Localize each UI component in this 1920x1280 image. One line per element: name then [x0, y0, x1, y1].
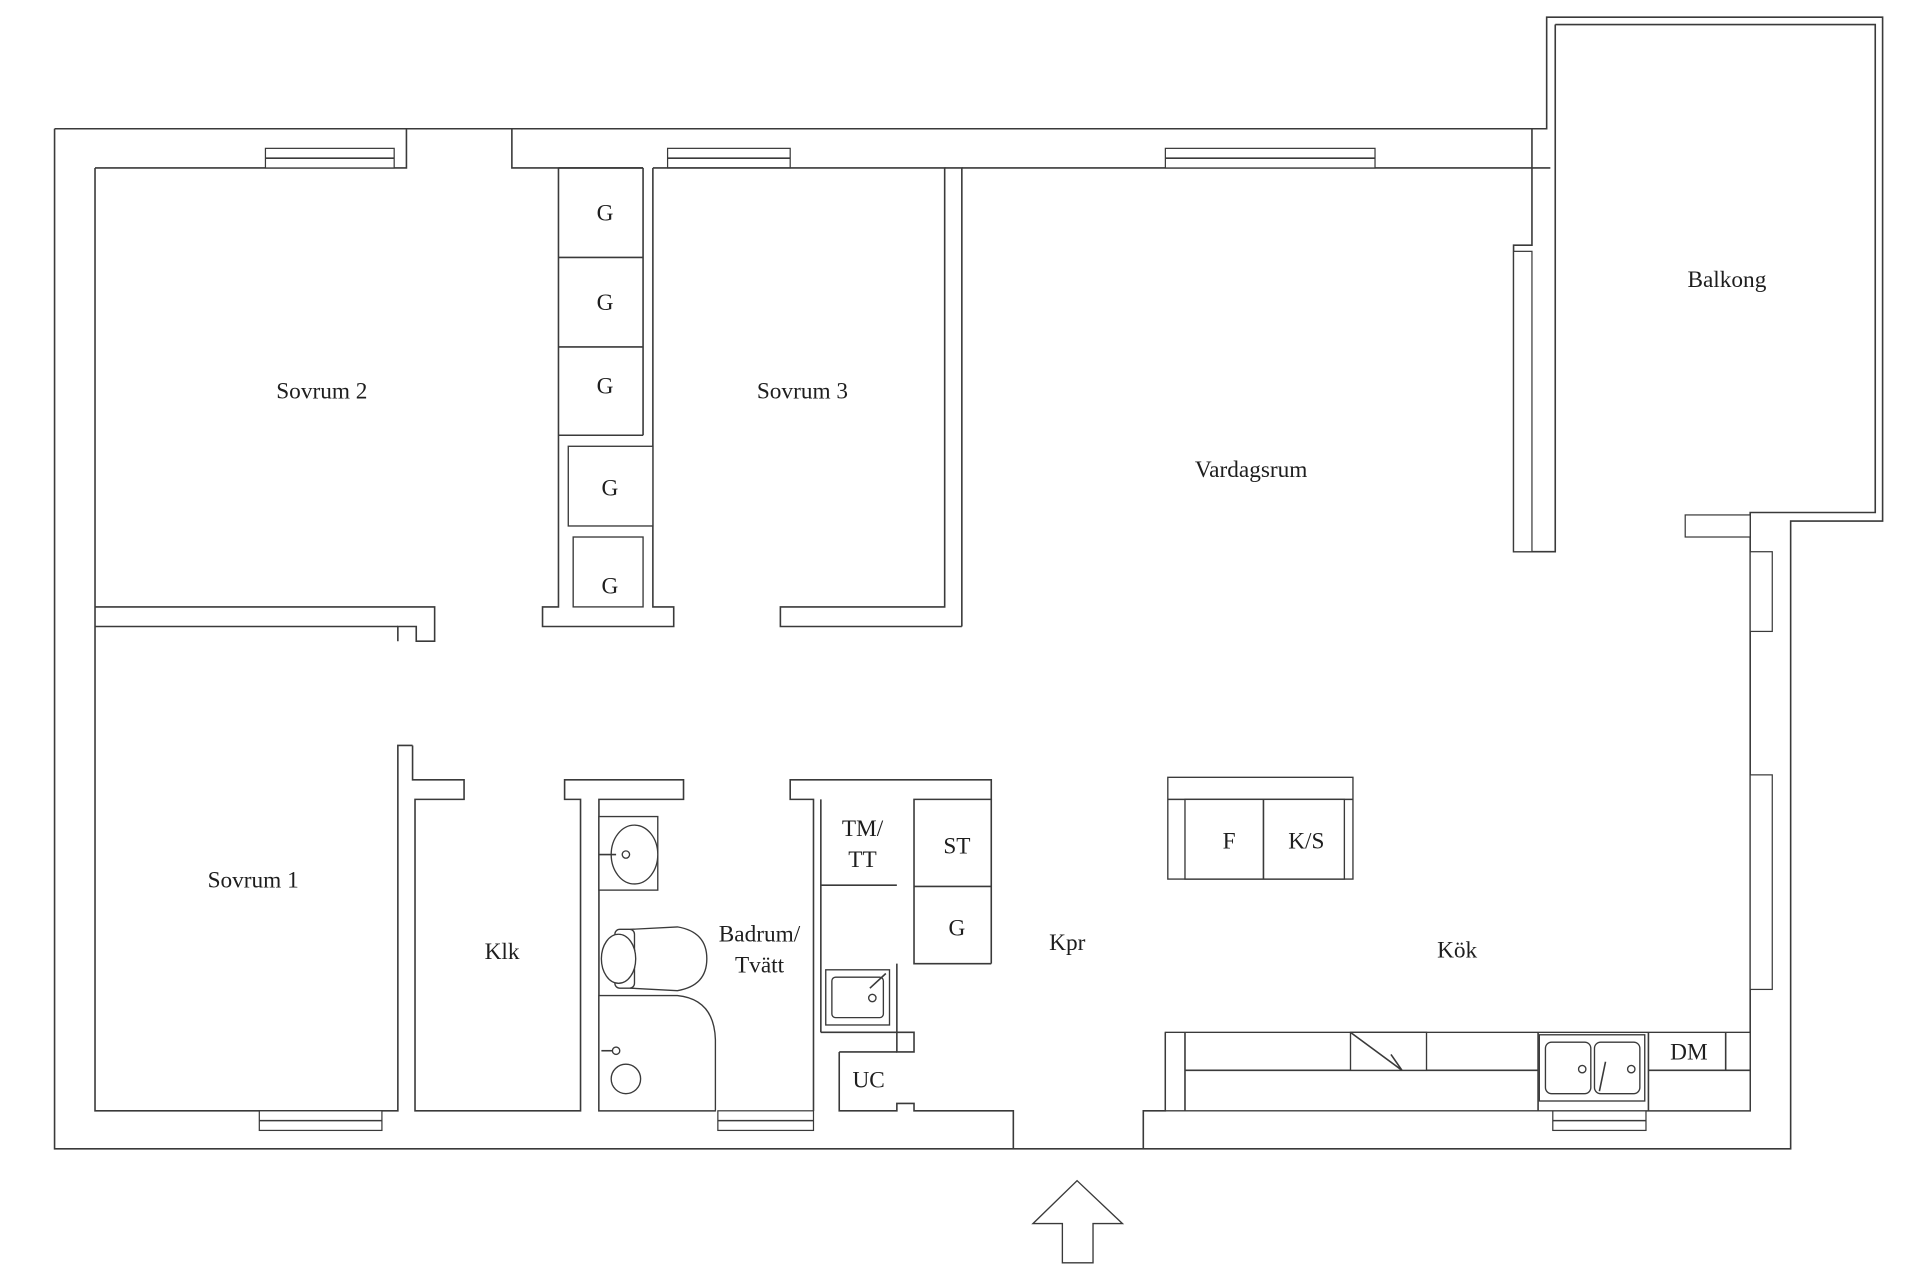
room-label-kpr: Kpr — [1049, 930, 1085, 956]
uc-closet: UC — [852, 1068, 884, 1094]
shower-icon — [598, 994, 717, 1112]
stove-icon — [1349, 1031, 1428, 1072]
interior-walls — [95, 167, 1167, 1149]
wardrobe-label: G — [597, 374, 614, 400]
tm-label-line1: TM/ — [842, 816, 884, 842]
room-label-badrum-line1: Badrum/ — [719, 922, 801, 948]
tm-label-line2: TT — [848, 847, 876, 873]
wardrobe-label: G — [602, 573, 619, 599]
room-label-vardagsrum: Vardagsrum — [1195, 457, 1308, 483]
wardrobe-label: G — [597, 290, 614, 316]
room-label-sovrum-3: Sovrum 3 — [757, 378, 848, 404]
room-labels: Sovrum 2 Sovrum 3 Vardagsrum Balkong Sov… — [208, 267, 1767, 978]
room-label-sovrum-2: Sovrum 2 — [276, 378, 367, 404]
tm-tt-cabinet: TM/ TT — [842, 816, 884, 873]
wardrobe-3: G — [597, 374, 614, 400]
wardrobe-label: G — [949, 915, 966, 941]
sink-icon — [825, 969, 891, 1026]
double-sink-icon — [1538, 1034, 1646, 1102]
room-label-klk: Klk — [485, 939, 520, 965]
wardrobe-4: G — [567, 445, 654, 527]
st-cabinet: ST — [943, 833, 970, 859]
wardrobe-label: G — [597, 201, 614, 227]
fixtures: G G G G G — [567, 201, 1751, 1112]
wardrobe-1: G — [597, 201, 614, 227]
kitchen-counter — [1164, 1031, 1751, 1112]
room-label-sovrum-1: Sovrum 1 — [208, 868, 299, 894]
wardrobe-5: G — [572, 536, 644, 608]
st-label: ST — [943, 833, 970, 859]
dm-label: DM — [1670, 1039, 1708, 1065]
f-label: F — [1223, 828, 1236, 854]
room-label-kok: Kök — [1437, 938, 1477, 964]
entrance-arrow-icon — [1031, 1179, 1125, 1264]
windows — [258, 147, 1773, 1132]
washbasin-icon — [598, 815, 659, 891]
room-label-badrum-line2: Tvätt — [735, 952, 785, 978]
wardrobe-2: G — [597, 290, 614, 316]
toilet-icon — [600, 926, 708, 992]
ks-label: K/S — [1288, 828, 1324, 854]
room-label-balkong: Balkong — [1687, 267, 1766, 293]
outer-walls — [53, 16, 1884, 1150]
uc-label: UC — [852, 1068, 884, 1094]
hall-wardrobe: G — [949, 915, 966, 941]
wardrobe-label: G — [602, 475, 619, 501]
fridge-freezer: F K/S — [1167, 776, 1354, 880]
dishwasher: DM — [1670, 1039, 1708, 1065]
